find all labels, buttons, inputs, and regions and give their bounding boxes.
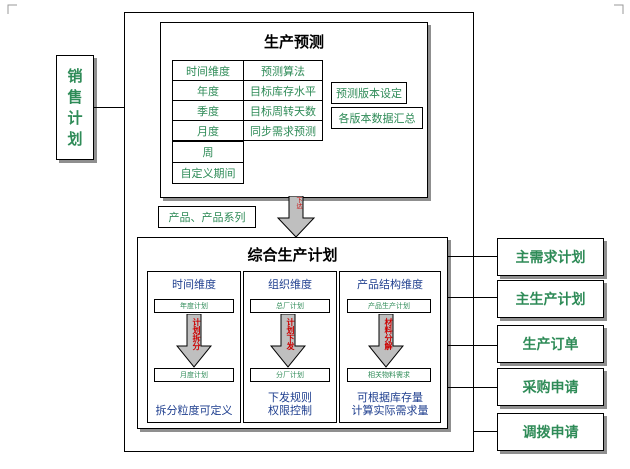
monthly-plan-box: 月度计划 bbox=[154, 368, 234, 382]
split-arrow-label: 计划拆分 bbox=[192, 318, 202, 350]
time-dimension-item: 季度 bbox=[172, 100, 244, 121]
algorithm-item: 同步需求预测 bbox=[243, 120, 323, 141]
product-column-note: 可根据库存量 计算实际需求量 bbox=[351, 391, 429, 417]
hq-plan-box: 总厂计划 bbox=[250, 299, 330, 313]
transfer-request-box: 调拨申请 bbox=[497, 413, 604, 451]
corner-mark-top-right bbox=[614, 4, 624, 14]
forecast-title: 生产预测 bbox=[263, 33, 324, 51]
master-demand-plan-box: 主需求计划 bbox=[497, 238, 604, 276]
dispatch-arrow-icon bbox=[270, 314, 306, 368]
connector-sales bbox=[94, 107, 124, 108]
time-dimension-item: 年度 bbox=[172, 80, 244, 101]
time-dimension-item: 自定义期间 bbox=[172, 162, 244, 184]
time-dimension-item: 月度 bbox=[172, 120, 244, 141]
time-dimension-item: 周 bbox=[172, 141, 244, 163]
material-arrow-icon bbox=[368, 314, 404, 368]
connector-output-2 bbox=[448, 297, 497, 298]
corner-mark-top-left bbox=[7, 4, 17, 14]
production-order-box: 生产订单 bbox=[497, 325, 604, 363]
version-setting-box: 预测版本设定 bbox=[331, 82, 407, 104]
dispatch-arrow-label: 计划下发 bbox=[286, 318, 296, 350]
material-demand-box: 相关物料需求 bbox=[347, 368, 431, 382]
time-dimension-header: 时间维度 bbox=[172, 60, 244, 81]
down-arrow-icon bbox=[276, 196, 316, 238]
master-production-plan-box: 主生产计划 bbox=[497, 280, 604, 318]
sales-plan-box: 销 售 计 划 bbox=[56, 55, 94, 160]
material-arrow-label: 材料分解 bbox=[384, 318, 394, 350]
down-arrow-label: 下达 bbox=[295, 197, 302, 209]
connector-output-5 bbox=[474, 431, 497, 432]
algorithm-header: 预测算法 bbox=[243, 60, 323, 81]
connector-output-3 bbox=[448, 345, 497, 346]
product-tag: 产品、产品系列 bbox=[158, 206, 256, 228]
integrated-plan-title: 综合生产计划 bbox=[247, 246, 338, 264]
org-column-title: 组织维度 bbox=[268, 278, 312, 291]
product-column-title: 产品结构维度 bbox=[357, 278, 423, 291]
product-plan-box: 产品生产计划 bbox=[347, 299, 431, 313]
connector-output-4 bbox=[448, 387, 497, 388]
algorithm-item: 目标周转天数 bbox=[243, 100, 323, 121]
version-summary-box: 各版本数据汇总 bbox=[331, 107, 423, 129]
algorithm-item: 目标库存水平 bbox=[243, 80, 323, 101]
time-column-title: 时间维度 bbox=[172, 278, 216, 291]
annual-plan-box: 年度计划 bbox=[154, 299, 234, 313]
time-column-note: 拆分粒度可定义 bbox=[155, 404, 233, 417]
split-arrow-icon bbox=[176, 314, 212, 368]
connector-output-1 bbox=[448, 256, 497, 257]
branch-plan-box: 分厂计划 bbox=[250, 368, 330, 382]
purchase-request-box: 采购申请 bbox=[497, 368, 604, 406]
org-column-note: 下发规则 权限控制 bbox=[268, 391, 312, 417]
